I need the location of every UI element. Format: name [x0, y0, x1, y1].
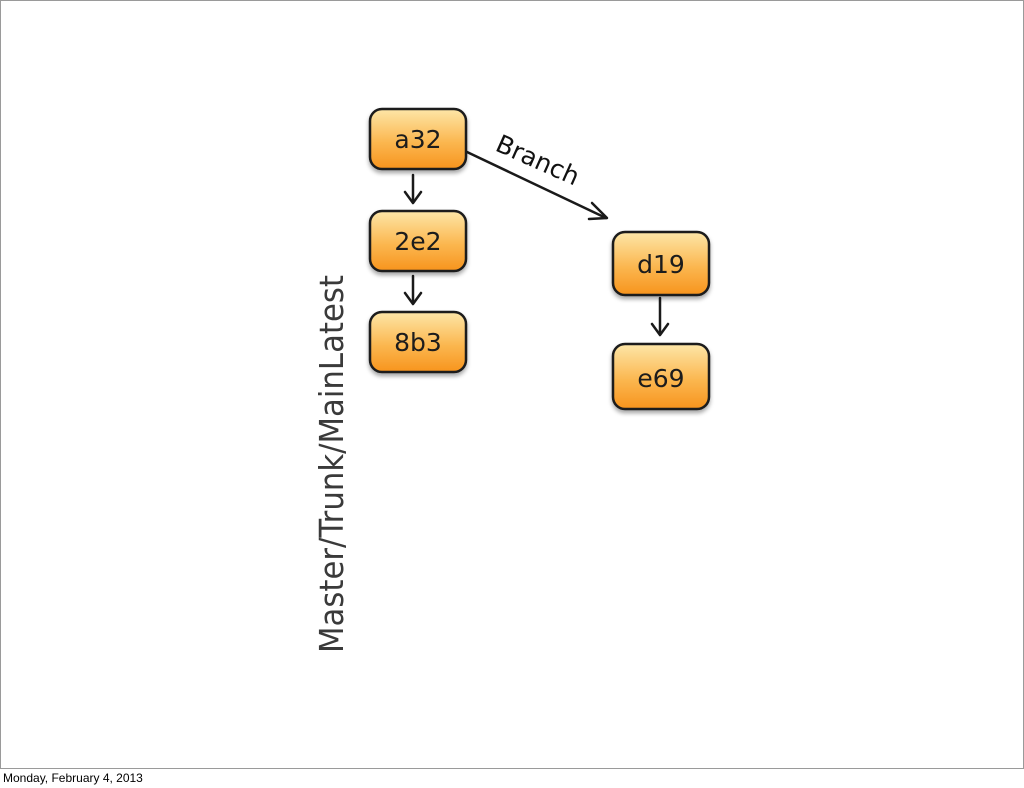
commit-label-a32: a32: [394, 125, 441, 154]
commit-node-e69: e69: [611, 342, 711, 411]
commit-label-e69: e69: [637, 364, 684, 393]
footer-bar: [0, 769, 1024, 788]
commit-node-2e2: 2e2: [368, 209, 468, 273]
arrow-d19-to-e69: [650, 296, 670, 337]
arrow-2e2-to-8b3: [403, 274, 423, 306]
slide-canvas: [0, 0, 1024, 769]
branch-label: Branch: [492, 129, 584, 191]
arrow-a32-to-2e2: [403, 173, 423, 205]
commit-label-8b3: 8b3: [394, 328, 442, 357]
commit-diagram: a32 2e2 8b3 d19 e69 Branch Master/Trunk/…: [312, 107, 711, 653]
trunk-label: Master/Trunk/MainLatest: [312, 275, 351, 653]
footer-date: Monday, February 4, 2013: [3, 771, 143, 785]
commit-label-d19: d19: [637, 250, 685, 279]
commit-node-d19: d19: [611, 230, 711, 297]
commit-node-a32: a32: [368, 107, 468, 171]
arrow-a32-to-d19: [465, 150, 609, 221]
commit-node-8b3: 8b3: [368, 310, 468, 374]
commit-label-2e2: 2e2: [394, 227, 441, 256]
